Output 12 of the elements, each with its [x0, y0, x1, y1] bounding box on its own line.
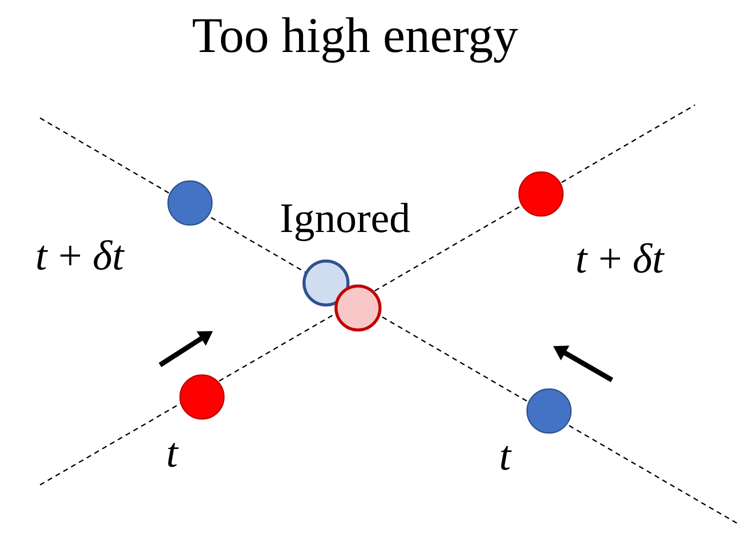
particle-circle: [518, 171, 564, 217]
particle-circle: [302, 260, 350, 306]
text-label: t: [168, 442, 179, 468]
text-label: t + δt: [37, 240, 125, 270]
particle-circle: [334, 284, 382, 332]
text-label: t: [501, 446, 512, 470]
particle-circle: [526, 388, 572, 434]
text-label: Ignored: [281, 202, 410, 242]
particle-circle: [167, 180, 213, 226]
text-label: t + δt: [577, 243, 665, 273]
particle-circle: [179, 374, 225, 420]
title: Too high energy: [192, 17, 518, 63]
